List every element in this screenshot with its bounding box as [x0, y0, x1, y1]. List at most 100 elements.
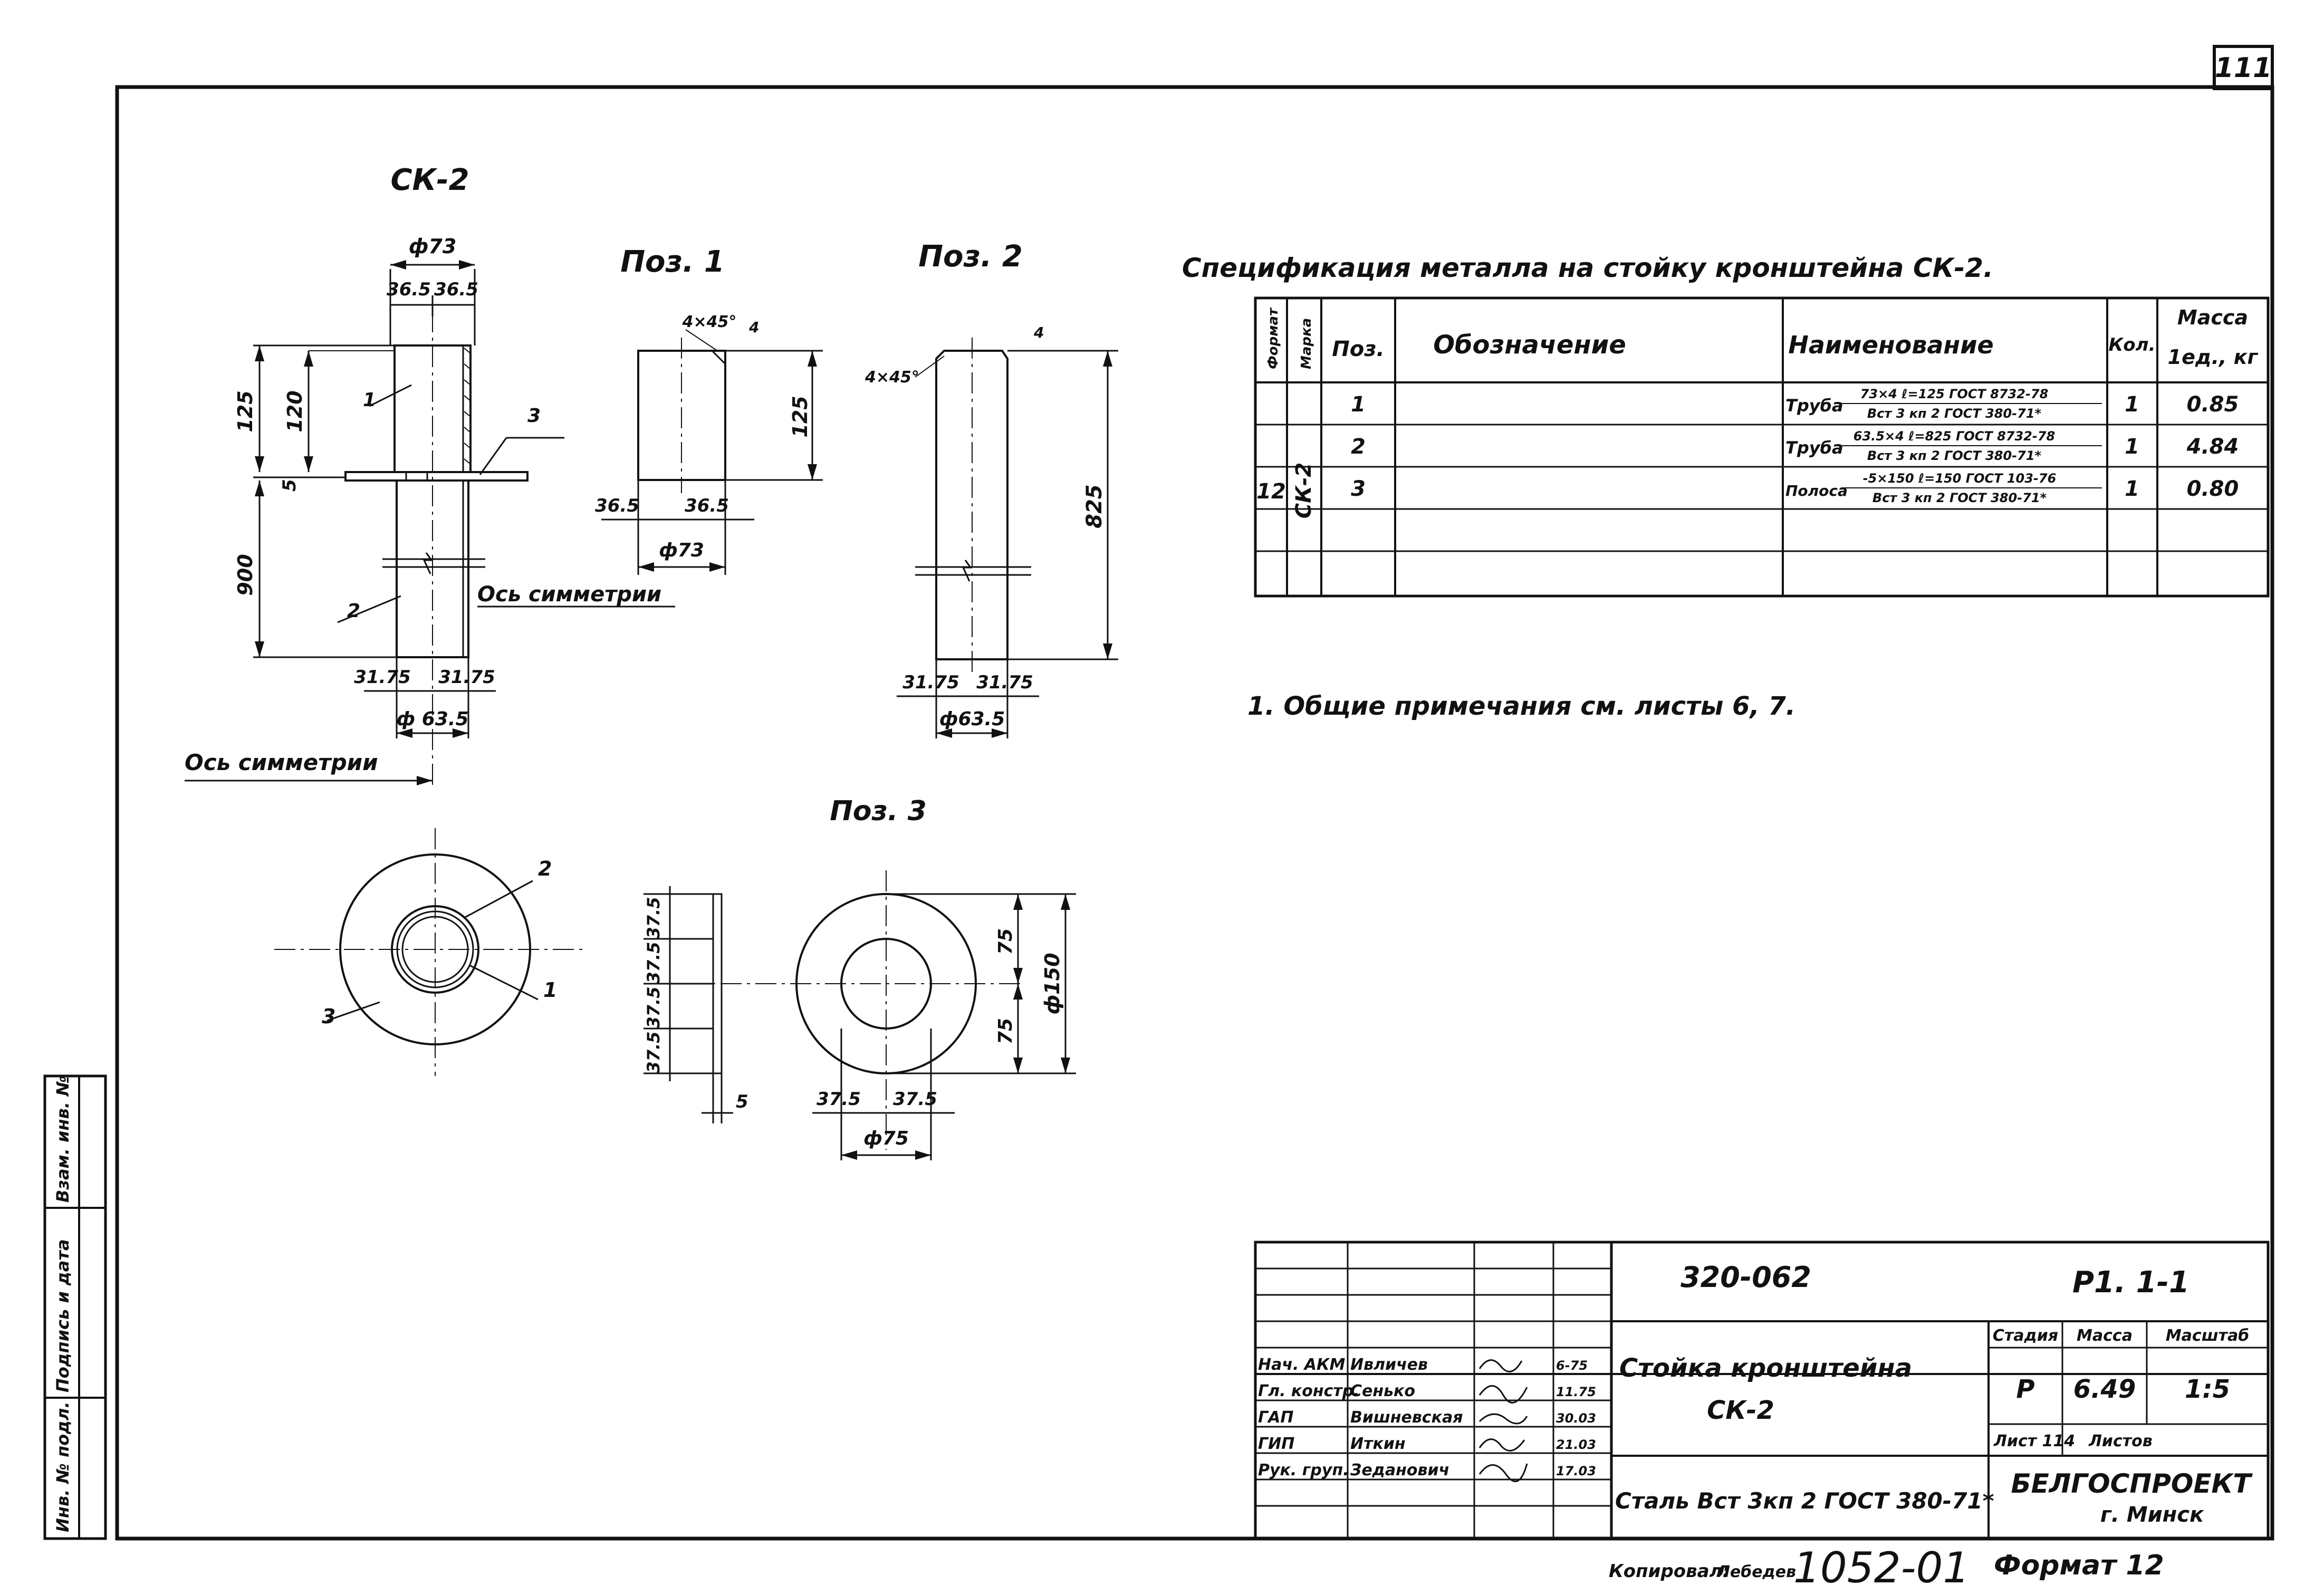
- spec-row-pos: 3: [1351, 477, 1366, 501]
- pos1-dim-4: 4: [748, 319, 759, 336]
- tb-staff-signature: [1478, 1359, 1523, 1372]
- pos3-dim-5: 5: [736, 1091, 748, 1112]
- tb-staff-role: ГАП: [1258, 1408, 1293, 1427]
- general-note: 1. Общие примечания см. листы 6, 7.: [1247, 691, 1795, 721]
- main-view-title: СК-2: [390, 163, 469, 197]
- main-dim-d73: ф73: [409, 235, 457, 258]
- pos2-dim-d635: ф63.5: [939, 708, 1005, 730]
- spec-row-name-bottom: Вст 3 кп 2 ГОСТ 380-71*: [1872, 491, 2047, 505]
- plan-callout-1: 1: [543, 978, 557, 1002]
- spec-header-name: Наименование: [1788, 331, 1993, 359]
- main-elevation-view: СК-2 ф73 36.5 36.5 125 1: [234, 163, 675, 786]
- pos2-dim-825: 825: [1082, 484, 1107, 529]
- spec-row-name-bottom: Вст 3 кп 2 ГОСТ 380-71*: [1867, 448, 2042, 463]
- tb-staff-row-2: Гл. констр. Сенько 11.75: [1258, 1382, 1596, 1404]
- spec-group-marka: СК-2: [1292, 463, 1316, 518]
- pos1-chamfer: 4×45°: [682, 313, 737, 331]
- tb-title-1: Стойка кронштейна: [1619, 1353, 1912, 1383]
- pos3-dim-75a: 75: [995, 928, 1016, 955]
- tb-sheet-label: Лист 114: [1993, 1432, 2075, 1450]
- tb-staff-name: Иткин: [1350, 1435, 1406, 1453]
- tb-staff-signature: [1478, 1463, 1528, 1483]
- tb-material: Сталь Вст 3кп 2 ГОСТ 380-71*: [1615, 1488, 1994, 1514]
- pos3-dim-d75: ф75: [863, 1128, 909, 1149]
- page-number: 111: [2215, 52, 2272, 84]
- spec-header-designation: Обозначение: [1433, 330, 1626, 360]
- tb-staff-name: Зеданович: [1350, 1461, 1449, 1479]
- spec-row-3: 3 Полоса -5×150 ℓ=150 ГОСТ 103-76 Вст 3 …: [1351, 471, 2239, 505]
- main-callout-3: 3: [527, 405, 541, 427]
- tb-staff-date: 6-75: [1556, 1358, 1588, 1373]
- spec-row-qty: 1: [2125, 392, 2139, 417]
- spec-row-1: 1 Труба 73×4 ℓ=125 ГОСТ 8732-78 Вст 3 кп…: [1351, 387, 2239, 421]
- tb-staff-name: Вишневская: [1350, 1408, 1463, 1427]
- pos3-dim-375d: 37.5: [644, 1032, 664, 1073]
- side-stamp: Инв. № подл. Подпись и дата Взам. инв. №: [43, 1074, 107, 1540]
- spec-row-name-bottom: Вст 3 кп 2 ГОСТ 380-71*: [1867, 406, 2042, 421]
- tb-mass: 6.49: [2073, 1375, 2136, 1404]
- pos3-title: Поз. 3: [830, 795, 927, 827]
- main-dim-3175b: 31.75: [438, 667, 495, 688]
- plan-callout-3: 3: [322, 1005, 335, 1028]
- tb-title-2: СК-2: [1707, 1396, 1774, 1425]
- pos2-dim-4: 4: [1033, 324, 1044, 341]
- tb-staff-signature: [1478, 1438, 1525, 1452]
- sheet-frame: [115, 85, 2274, 1541]
- pos1-dim-125: 125: [789, 396, 812, 437]
- pos2-chamfer: 4×45°: [865, 368, 919, 387]
- pos1-dim-d73: ф73: [659, 540, 704, 561]
- spec-header-mass-bottom: 1ед., кг: [2168, 345, 2259, 369]
- pos3-dim-375a: 37.5: [644, 897, 664, 939]
- footer: Копировал: Лебедев 1052-01 Формат 12: [1609, 1543, 2164, 1592]
- spec-row-2: 2 Труба 63.5×4 ℓ=825 ГОСТ 8732-78 Вст 3 …: [1351, 429, 2239, 463]
- spec-row-qty: 1: [2125, 477, 2139, 501]
- tb-stage: Р: [2016, 1375, 2034, 1404]
- tb-mass-header: Масса: [2077, 1327, 2133, 1345]
- axis-label-left: Ось симметрии: [185, 750, 378, 775]
- pos3-dim-d150: ф150: [1041, 953, 1064, 1014]
- spec-header-format: Формат: [1265, 307, 1281, 369]
- side-stamp-inv: Инв. № подл.: [53, 1401, 73, 1532]
- tb-sheet-ref: Р1. 1-1: [2072, 1265, 2189, 1300]
- footer-copied-sign: Лебедев: [1716, 1563, 1796, 1581]
- pos3-view: Поз. 3 37.5 37.5 37.5 37.5 5 75 75 ф150 …: [644, 795, 1076, 1160]
- main-dim-3175a: 31.75: [354, 667, 411, 688]
- side-stamp-replace: Взам. инв. №: [53, 1075, 73, 1203]
- spec-row-name-top: -5×150 ℓ=150 ГОСТ 103-76: [1863, 471, 2057, 486]
- main-callout-1: 1: [363, 389, 376, 411]
- spec-row-name-prefix: Полоса: [1785, 482, 1848, 499]
- tb-org-1: БЕЛГОСПРОЕКТ: [2011, 1468, 2253, 1499]
- spec-row-pos: 1: [1351, 392, 1366, 417]
- tb-staff-row-1: Нач. АКМ Ивличев 6-75: [1258, 1356, 1588, 1374]
- spec-group-format: 12: [1256, 479, 1286, 504]
- tb-staff-signature: [1478, 1385, 1528, 1404]
- tb-staff-date: 30.03: [1556, 1411, 1596, 1426]
- spec-row-name-prefix: Труба: [1785, 396, 1843, 416]
- pos3-dim-375c: 37.5: [644, 987, 664, 1029]
- side-stamp-sign: Подпись и дата: [53, 1239, 73, 1392]
- main-callout-2: 2: [347, 600, 360, 622]
- tb-staff-row-5: Рук. груп. Зеданович 17.03: [1258, 1461, 1596, 1483]
- spec-table: Спецификация металла на стойку кронштейн…: [1182, 253, 2270, 598]
- tb-staff-signature: [1478, 1413, 1528, 1425]
- plan-callout-2: 2: [538, 857, 552, 880]
- tb-scale-header: Масштаб: [2166, 1327, 2249, 1345]
- main-dim-5: 5: [279, 479, 300, 492]
- tb-org-2: г. Минск: [2100, 1503, 2204, 1527]
- spec-row-qty: 1: [2125, 435, 2139, 459]
- pos2-title: Поз. 2: [918, 239, 1023, 274]
- pos2-dim-3175a: 31.75: [902, 672, 959, 693]
- spec-row-pos: 2: [1351, 435, 1366, 459]
- tb-staff-name: Сенько: [1350, 1382, 1415, 1400]
- footer-doc-number: 1052-01: [1793, 1543, 1970, 1592]
- pos1-dim-365b: 36.5: [685, 495, 729, 516]
- pos3-dim-375f: 37.5: [893, 1089, 937, 1110]
- spec-row-mass: 0.85: [2187, 392, 2239, 417]
- tb-scale: 1:5: [2185, 1375, 2230, 1404]
- tb-stage-header: Стадия: [1993, 1327, 2058, 1345]
- main-dim-365b: 36.5: [434, 279, 478, 300]
- tb-project-code: 320-062: [1680, 1261, 1811, 1294]
- spec-title: Спецификация металла на стойку кронштейн…: [1182, 253, 1993, 283]
- title-block: 320-062 Р1. 1-1 Стойка кронштейна СК-2 С…: [1254, 1241, 2270, 1540]
